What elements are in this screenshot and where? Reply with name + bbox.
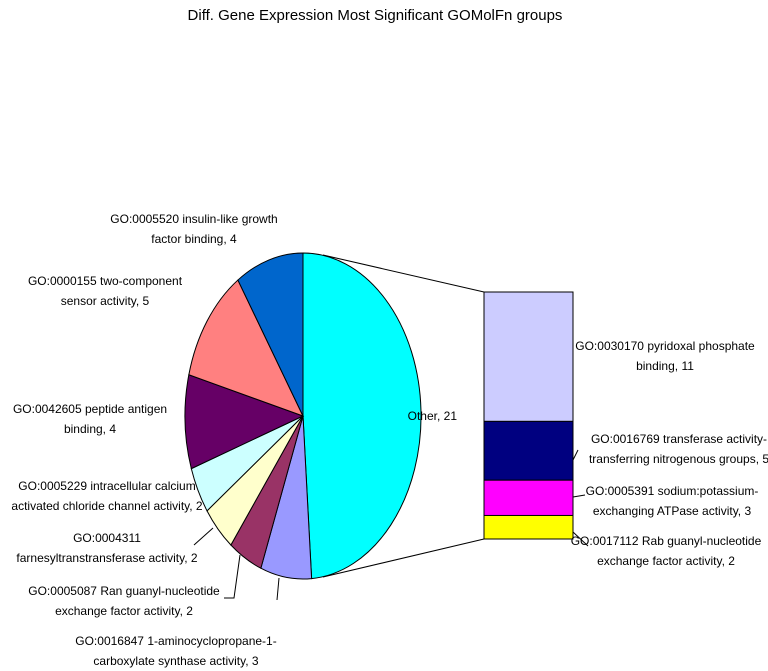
leader-line-go-0004311 xyxy=(193,527,214,546)
pie-label-go-0016847-1-aminocyclopropane-1: GO:0016847 1-aminocyclopropane-1-carboxy… xyxy=(75,634,276,668)
chart-title: Diff. Gene Expression Most Significant G… xyxy=(188,7,563,24)
leader-line-go-0005087-ran-guanyl-nucleotide xyxy=(224,554,241,599)
pie-slice-go-0000155-two-component xyxy=(188,279,304,417)
breakout-bar xyxy=(483,291,574,540)
breakout-label-go-0005391-sodium-potassium: GO:0005391 sodium:potassium-exchanging A… xyxy=(586,484,759,518)
breakout-segment-go-0005391-sodium-potassium xyxy=(483,479,574,516)
connector-line-bottom xyxy=(322,538,485,578)
breakout-label-go-0016769-transferase-activity: GO:0016769 transferase activity-transfer… xyxy=(589,432,768,466)
connector-line-top xyxy=(322,254,485,293)
data-labels: Other, 21 GO:0016847 1-aminocyclopropane-… xyxy=(11,212,768,668)
breakout-connectors xyxy=(322,254,485,578)
pie-slice-go-0005520-insulin-like-growth xyxy=(237,252,304,417)
leader-lines xyxy=(193,449,589,601)
pie-slice-go-0042605-peptide-antigen xyxy=(184,374,305,470)
pie-label-other-21: Other, 21 xyxy=(408,409,458,423)
leader-line-go-0016847-1-aminocyclopropane-1 xyxy=(276,577,280,601)
pie-slice-other-21 xyxy=(302,252,422,580)
breakout-segment-go-0017112-rab-guanyl-nucleotide xyxy=(483,514,574,540)
breakout-segment-go-0016769-transferase-activity xyxy=(483,420,574,481)
pie xyxy=(184,252,422,580)
leader-line-go-0005391-sodium-potassium xyxy=(572,494,586,498)
breakout-segment-go-0030170-pyridoxal-phosphate xyxy=(483,291,574,422)
leader-line-go-0017112-rab-guanyl-nucleotide xyxy=(572,531,589,547)
leader-line-go-0016769-transferase-activity xyxy=(572,449,579,461)
